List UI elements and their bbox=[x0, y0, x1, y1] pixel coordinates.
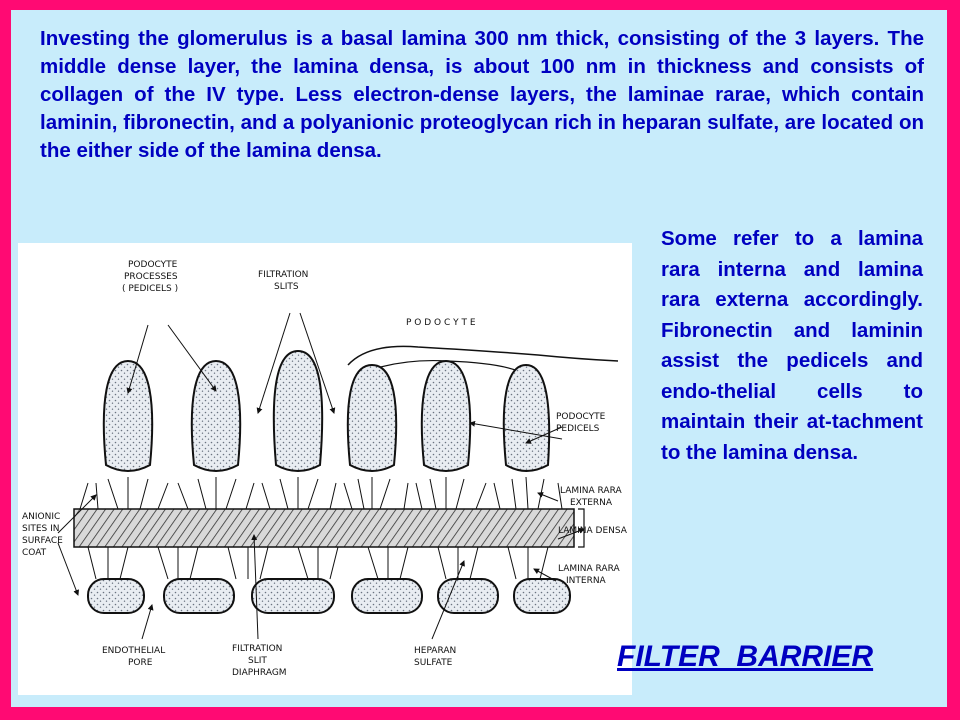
endothelial-segment bbox=[87, 578, 145, 614]
side-paragraph: Some refer to a lamina rara interna and … bbox=[661, 227, 923, 464]
filter-barrier-diagram: PODOCYTE PROCESSES ( PEDICELS ) FILTRATI… bbox=[18, 243, 632, 695]
label-lamina-rara-externa: LAMINA RARA bbox=[560, 486, 622, 496]
label-filtration-slit-diaphragm: DIAPHRAGM bbox=[232, 668, 287, 678]
label-filtration-slit-diaphragm: FILTRATION bbox=[232, 644, 282, 654]
label-podocyte-processes: PROCESSES bbox=[124, 272, 178, 282]
pedicel bbox=[190, 359, 242, 472]
pedicel-group bbox=[102, 349, 551, 472]
lamina-rara-externa-fibres bbox=[79, 476, 563, 510]
label-podocyte-pedicels: PEDICELS bbox=[556, 424, 600, 434]
pedicel bbox=[102, 359, 154, 472]
label-filtration-slits: FILTRATION bbox=[258, 270, 308, 280]
endothelial-segment bbox=[251, 578, 335, 614]
label-anionic-sites: SURFACE bbox=[22, 536, 63, 546]
pedicel bbox=[272, 349, 324, 472]
endothelial-segment bbox=[513, 578, 571, 614]
label-heparan-sulfate: SULFATE bbox=[414, 658, 453, 668]
endothelial-segment bbox=[351, 578, 423, 614]
diagram-labels: PODOCYTE PROCESSES ( PEDICELS ) FILTRATI… bbox=[22, 260, 628, 678]
label-lamina-rara-externa: EXTERNA bbox=[570, 498, 613, 508]
endothelial-segment bbox=[437, 578, 499, 614]
label-podocyte: P O D O C Y T E bbox=[406, 318, 476, 328]
label-podocyte-processes: PODOCYTE bbox=[128, 260, 178, 270]
pedicel bbox=[346, 363, 398, 472]
lamina-densa bbox=[73, 508, 575, 548]
label-podocyte-pedicels: PODOCYTE bbox=[556, 412, 606, 422]
label-podocyte-processes: ( PEDICELS ) bbox=[122, 284, 178, 294]
label-filtration-slits: SLITS bbox=[274, 282, 299, 292]
label-lamina-rara-interna: LAMINA RARA bbox=[558, 564, 620, 574]
label-heparan-sulfate: HEPARAN bbox=[414, 646, 456, 656]
pedicel bbox=[420, 359, 472, 472]
intro-paragraph: Investing the glomerulus is a basal lami… bbox=[40, 27, 924, 162]
label-lamina-rara-interna: INTERNA bbox=[566, 576, 607, 586]
label-filtration-slit-diaphragm: SLIT bbox=[248, 656, 267, 666]
leader-lines bbox=[57, 312, 585, 640]
slide-title: FILTER BARRIER bbox=[617, 640, 874, 673]
label-anionic-sites: SITES IN bbox=[22, 524, 60, 534]
label-anionic-sites: ANIONIC bbox=[22, 512, 60, 522]
label-lamina-densa: LAMINA DENSA bbox=[558, 526, 628, 536]
pedicel bbox=[502, 363, 551, 472]
label-endothelial-pore: ENDOTHELIAL bbox=[102, 646, 165, 656]
endothelial-segment bbox=[163, 578, 235, 614]
podocyte-cell-outline bbox=[347, 345, 619, 366]
endothelium bbox=[87, 578, 571, 614]
label-endothelial-pore: PORE bbox=[128, 658, 153, 668]
label-anionic-sites: COAT bbox=[22, 548, 47, 558]
lamina-rara-interna-fibres bbox=[87, 546, 549, 580]
